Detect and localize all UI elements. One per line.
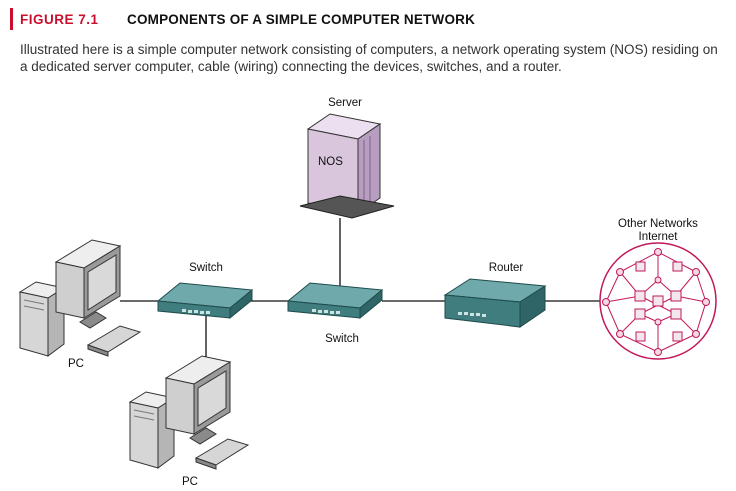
switch-device-2: Switch — [286, 282, 384, 345]
figure-number: FIGURE 7.1 — [20, 12, 99, 27]
figure-title: COMPONENTS OF A SIMPLE COMPUTER NETWORK — [127, 12, 476, 27]
server-label: Server — [328, 97, 362, 109]
router-device: Router — [443, 262, 547, 328]
pc1-label: PC — [68, 358, 84, 370]
switch1-label: Switch — [189, 262, 223, 274]
pc-computer-1: PC — [18, 239, 142, 370]
internet-cloud-icon: Other Networks Internet — [599, 218, 717, 360]
networks-label-line2: Internet — [639, 231, 679, 243]
figure-caption: Illustrated here is a simple computer ne… — [20, 42, 718, 74]
pc2-label: PC — [182, 476, 198, 488]
nos-label: NOS — [318, 156, 343, 168]
server-computer: Server NOS — [299, 97, 395, 219]
switch2-label: Switch — [325, 333, 359, 345]
router-label: Router — [489, 262, 524, 274]
figure-accent-bar — [10, 8, 13, 30]
switch-device-1: Switch — [156, 262, 254, 320]
networks-label-line1: Other Networks — [618, 218, 698, 230]
figure-header: FIGURE 7.1 COMPONENTS OF A SIMPLE COMPUT… — [10, 8, 730, 78]
pc-computer-2: PC — [128, 355, 250, 488]
